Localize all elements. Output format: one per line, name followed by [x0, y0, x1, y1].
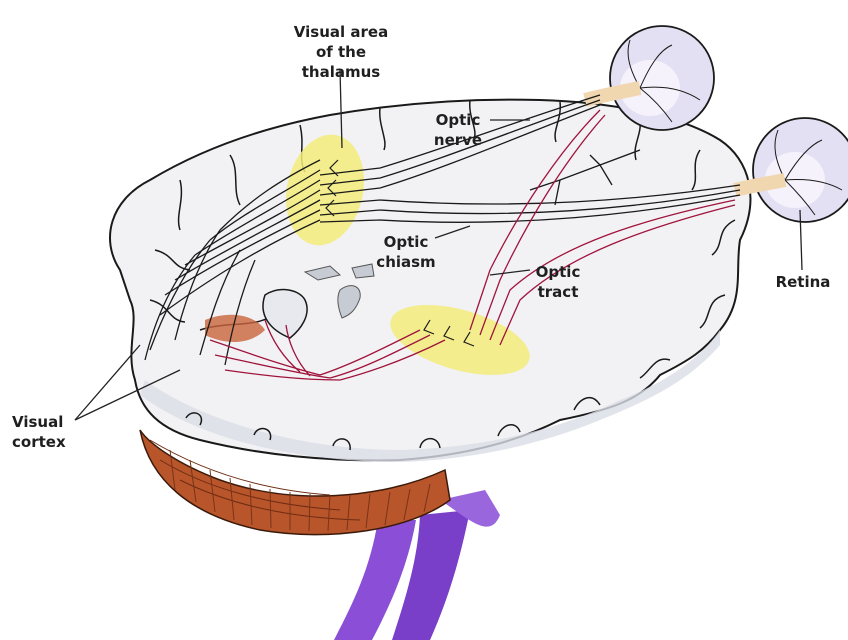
label-optic-nerve-line2: nerve	[428, 130, 488, 150]
brain	[110, 100, 750, 462]
label-optic-tract: Optic tract	[528, 262, 588, 302]
label-optic-tract-line2: tract	[528, 282, 588, 302]
label-optic-nerve-line1: Optic	[428, 110, 488, 130]
label-thalamus-line1: Visual area	[282, 22, 400, 42]
label-retina-line1: Retina	[768, 272, 838, 292]
label-thalamus: Visual area of the thalamus	[282, 22, 400, 82]
label-retina: Retina	[768, 272, 838, 292]
label-optic-nerve: Optic nerve	[428, 110, 488, 150]
label-optic-chiasm: Optic chiasm	[375, 232, 437, 272]
eyeball-lower	[753, 118, 848, 222]
eyeball-upper	[610, 26, 714, 130]
label-optic-tract-line1: Optic	[528, 262, 588, 282]
label-optic-chiasm-line2: chiasm	[375, 252, 437, 272]
label-visual-cortex: Visual cortex	[12, 412, 82, 452]
label-visual-cortex-line2: cortex	[12, 432, 82, 452]
label-optic-chiasm-line1: Optic	[375, 232, 437, 252]
label-thalamus-line2: of the thalamus	[282, 42, 400, 82]
label-visual-cortex-line1: Visual	[12, 412, 82, 432]
